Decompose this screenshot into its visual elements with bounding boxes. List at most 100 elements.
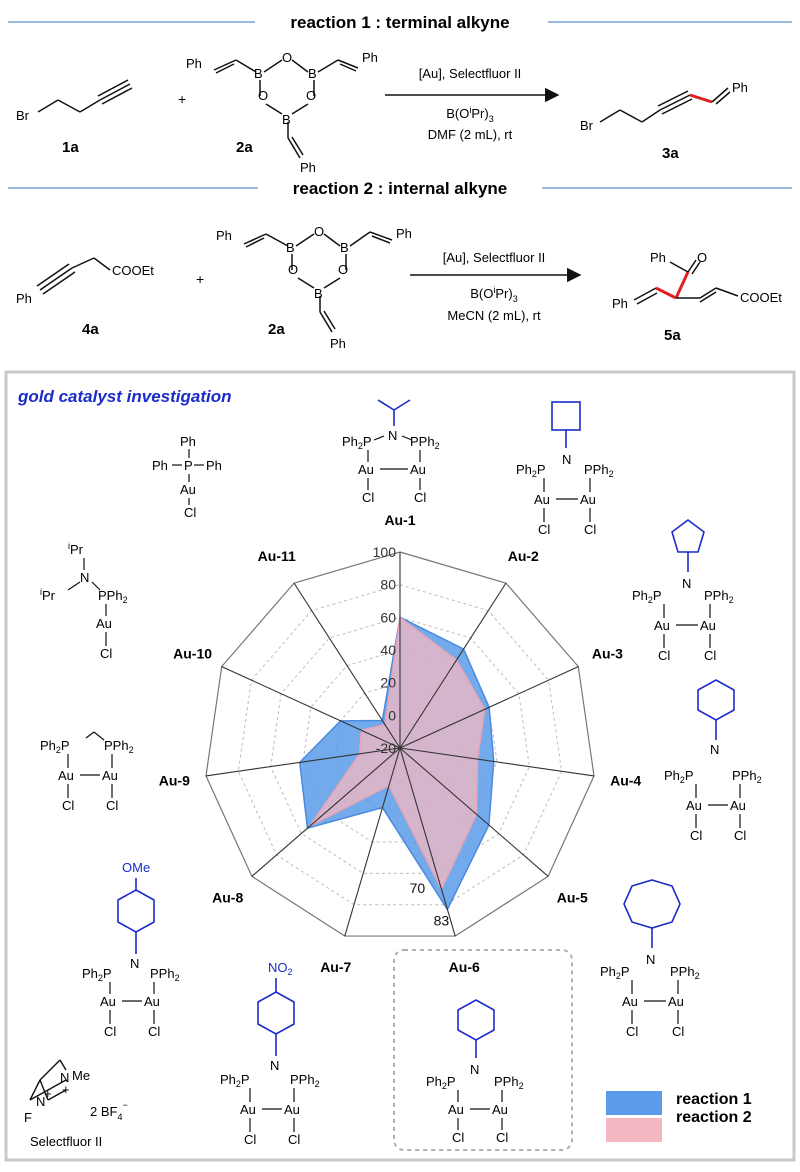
axis-spoke-au-11	[293, 582, 401, 749]
label-5a: 5a	[664, 327, 681, 344]
chlorine-atom: Cl	[584, 522, 596, 537]
ester-group: COOEt	[112, 263, 154, 278]
nitrogen-atom: N	[562, 452, 571, 467]
phosphorus-atom: P	[184, 458, 193, 473]
condition-borate-1: B(OiPr)3	[446, 105, 493, 124]
charge-plus: +	[44, 1086, 52, 1101]
charge-plus: +	[62, 1082, 70, 1097]
diphenylphosphino-left: Ph2P	[82, 966, 112, 983]
chlorine-atom: Cl	[362, 490, 374, 505]
chlorine-atom: Cl	[452, 1130, 464, 1145]
radar-series	[298, 615, 495, 911]
reaction-2-title: reaction 2 : internal alkyne	[293, 179, 507, 198]
isopropyl-left: iPr	[40, 587, 56, 603]
structure-au-6: N Ph2P PPh2 Au Au Cl Cl	[426, 999, 524, 1145]
tick-label: -20	[376, 740, 396, 756]
phenyl-label: Ph	[216, 228, 232, 243]
axis-spoke-au-7	[344, 747, 401, 937]
phenyl-label: Ph	[300, 160, 316, 175]
diphenylphosphino-left: Ph2P	[632, 588, 662, 605]
axis-spoke-au-8	[251, 747, 401, 877]
oxygen-atom: O	[306, 88, 316, 103]
phenyl-label: Ph	[362, 50, 378, 65]
condition-catalyst-1: [Au], Selectfluor II	[419, 66, 522, 81]
category-label-au-11: Au-11	[258, 548, 296, 564]
oxygen-atom: O	[338, 262, 348, 277]
diphenylphosphino-right: PPh2	[670, 964, 700, 981]
methoxy-group: OMe	[122, 860, 150, 875]
axis-spoke-au-4	[399, 747, 595, 777]
nitrogen-atom: N	[80, 570, 89, 585]
gold-atom: Au	[686, 798, 702, 813]
ester-group: COOEt	[740, 290, 782, 305]
label-2a: 2a	[236, 139, 253, 156]
bromine-atom: Br	[16, 108, 30, 123]
phenyl-label: Ph	[732, 80, 748, 95]
phenyl-label: Ph	[612, 296, 628, 311]
chlorine-atom: Cl	[62, 798, 74, 813]
fluorine-atom: F	[24, 1110, 32, 1125]
gold-atom: Au	[100, 994, 116, 1009]
tick-label: 60	[380, 609, 396, 625]
boron-atom: B	[254, 66, 263, 81]
chlorine-atom: Cl	[104, 1024, 116, 1039]
chlorine-atom: Cl	[244, 1132, 256, 1147]
category-label-au-4: Au-4	[610, 772, 641, 788]
compound-1a	[37, 79, 133, 113]
grid-ring-100	[205, 551, 595, 937]
grid-ring-80	[237, 584, 563, 906]
category-label-au-10: Au-10	[173, 645, 212, 661]
legend-label-reaction-2: reaction 2	[676, 1109, 752, 1126]
phenyl-label: Ph	[16, 291, 32, 306]
phenyl-label: Ph	[206, 458, 222, 473]
chlorine-atom: Cl	[690, 828, 702, 843]
nitrogen-atom: N	[130, 956, 139, 971]
gold-atom: Au	[180, 482, 196, 497]
chlorine-atom: Cl	[184, 505, 196, 520]
category-label-au-2: Au-2	[508, 548, 539, 564]
structure-au-1: N Ph2P PPh2 Au Au Cl Cl	[342, 399, 440, 505]
chlorine-atom: Cl	[288, 1132, 300, 1147]
oxygen-atom: O	[258, 88, 268, 103]
boron-atom: B	[282, 112, 291, 127]
selectfluor-label: Selectfluor II	[30, 1134, 102, 1149]
gold-atom: Au	[240, 1102, 256, 1117]
compound-2a-top: B O B O O B Ph Ph Ph	[186, 50, 378, 175]
condition-solvent-1: DMF (2 mL), rt	[428, 127, 513, 142]
diphenylphosphino-right: PPh2	[410, 434, 440, 451]
gold-atom: Au	[448, 1102, 464, 1117]
diphenylphosphino-right: PPh2	[150, 966, 180, 983]
phenyl-label: Ph	[650, 250, 666, 265]
nitrogen-atom: N	[470, 1062, 479, 1077]
gold-atom: Au	[622, 994, 638, 1009]
chlorine-atom: Cl	[496, 1130, 508, 1145]
grid-ring-60	[270, 616, 530, 874]
diphenylphosphino-left: Ph2P	[664, 768, 694, 785]
gold-atom: Au	[730, 798, 746, 813]
legend-swatch-reaction-1	[606, 1091, 662, 1115]
diphenylphosphino-left: Ph2P	[426, 1074, 456, 1091]
bromine-atom: Br	[580, 118, 594, 133]
structure-au-4: N Ph2P PPh2 Au Au Cl Cl	[664, 679, 762, 843]
structure-au-5: N Ph2P PPh2 Au Au Cl Cl	[600, 879, 700, 1039]
boron-atom: B	[314, 286, 323, 301]
gold-atom: Au	[492, 1102, 508, 1117]
category-label-au-7: Au-7	[320, 959, 351, 975]
diphenylphosphino-left: Ph2P	[220, 1072, 250, 1089]
tick-label: 100	[373, 544, 397, 560]
phenyl-label: Ph	[186, 56, 202, 71]
diphenylphosphino-left: Ph2P	[600, 964, 630, 981]
structure-au-7: NO2 N Ph2P PPh2 Au Au Cl Cl	[220, 960, 320, 1147]
condition-borate-2: B(OiPr)3	[470, 285, 517, 304]
label-2a-second: 2a	[268, 321, 285, 338]
category-label-au-5: Au-5	[557, 889, 588, 905]
diphenylphosphino-right: PPh2	[494, 1074, 524, 1091]
diphenylphosphino-left: Ph2P	[40, 738, 70, 755]
condition-solvent-2: MeCN (2 mL), rt	[447, 308, 541, 323]
legend: reaction 1 reaction 2	[606, 1091, 752, 1142]
chlorine-atom: Cl	[704, 648, 716, 663]
structure-au-10: iPr N iPr PPh2 Au Cl	[40, 541, 128, 661]
